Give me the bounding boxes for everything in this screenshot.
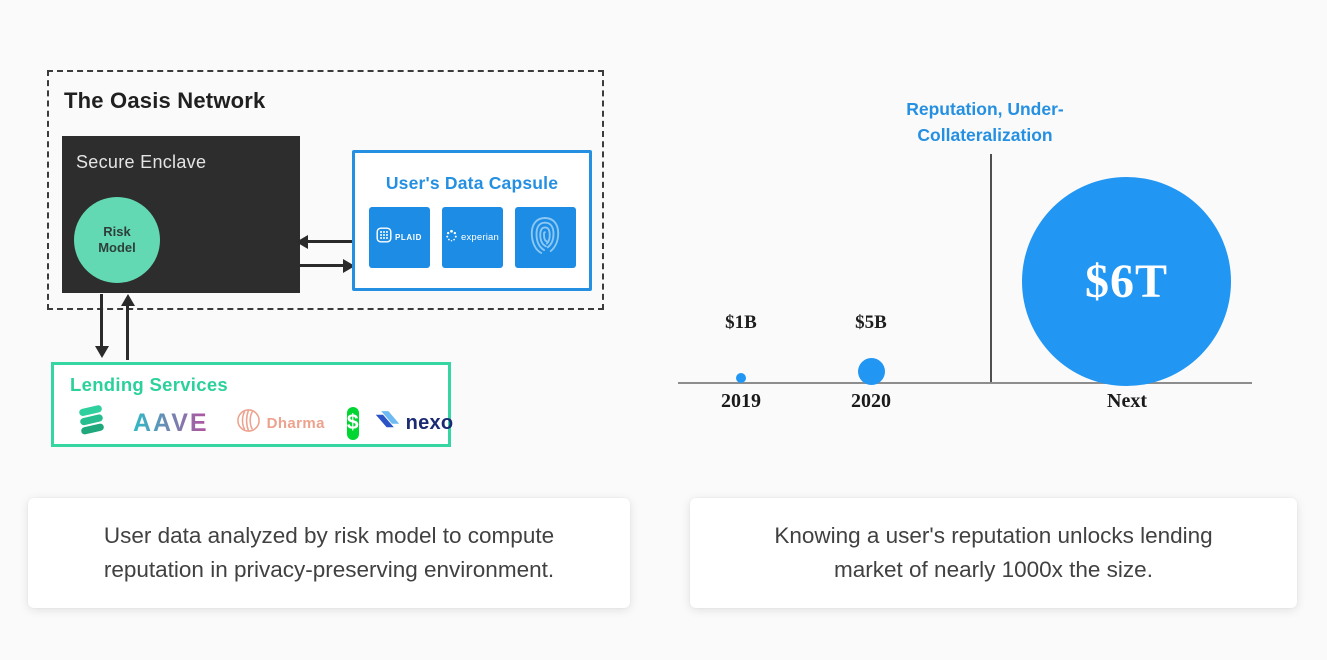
bubble-2020 xyxy=(858,358,885,385)
tick-label-2019: 2019 xyxy=(721,390,761,412)
risk-model-label: Risk Model xyxy=(98,224,136,255)
cashapp-dollar-label: $ xyxy=(346,411,359,434)
compound-logo-icon xyxy=(78,405,105,441)
bubble-next: $6T xyxy=(1022,177,1231,386)
value-label-2020: $5B xyxy=(855,312,887,333)
caption-left-line-1: User data analyzed by risk model to comp… xyxy=(103,523,555,548)
experian-logo-icon xyxy=(445,229,458,247)
users-data-capsule-title: User's Data Capsule xyxy=(385,173,559,193)
bubble-2019 xyxy=(736,373,746,383)
arrow-down-head-icon xyxy=(94,346,109,358)
arrow-line xyxy=(126,305,129,360)
nexo-label: nexo xyxy=(405,411,454,434)
arrow-line xyxy=(300,264,345,267)
risk-model-circle: Risk Model xyxy=(74,197,160,283)
chart-divider-line xyxy=(990,154,992,383)
data-source-tiles: PLAID experian xyxy=(355,207,589,268)
arrow-left-head-icon xyxy=(296,234,308,249)
nexo-icon xyxy=(374,410,401,436)
experian-tile: experian xyxy=(441,207,503,268)
lending-partner-logos: AAVE Dharma $ xyxy=(54,401,453,445)
lending-services-box: Lending Services AAVE xyxy=(51,362,453,447)
caption-card-left: User data analyzed by risk model to comp… xyxy=(28,498,630,608)
caption-left-line-2: reputation in privacy-preserving environ… xyxy=(103,557,555,582)
tick-label-next: Next xyxy=(1107,390,1147,412)
users-data-capsule-box: User's Data Capsule PLAID xyxy=(352,150,592,291)
oasis-network-title: The Oasis Network xyxy=(64,88,266,113)
caption-card-right: Knowing a user's reputation unlocks lend… xyxy=(690,498,1297,608)
arrow-up-head-icon xyxy=(120,294,135,306)
plaid-label: PLAID xyxy=(395,233,422,242)
cashapp-icon: $ xyxy=(346,406,359,440)
experian-label: experian xyxy=(460,232,500,243)
dharma-label: Dharma xyxy=(266,414,325,432)
fingerprint-icon xyxy=(528,214,562,261)
arrow-line xyxy=(307,240,352,243)
aave-wordmark: AAVE xyxy=(133,408,209,437)
tick-label-2020: 2020 xyxy=(851,390,891,412)
plaid-tile: PLAID xyxy=(368,207,430,268)
secure-enclave-title: Secure Enclave xyxy=(76,152,207,172)
fingerprint-tile xyxy=(514,207,576,268)
chart-title-line-2: Collateralization xyxy=(917,125,1053,145)
dharma-logo: Dharma xyxy=(236,408,325,438)
caption-right-line-2: market of nearly 1000x the size. xyxy=(834,557,1153,582)
caption-right-line-1: Knowing a user's reputation unlocks lend… xyxy=(774,523,1213,548)
chart-baseline-axis xyxy=(678,382,1252,384)
arrow-line xyxy=(100,294,103,348)
value-label-2019: $1B xyxy=(725,312,757,333)
oasis-network-dashed-box xyxy=(47,70,604,310)
value-label-next: $6T xyxy=(1084,255,1168,308)
plaid-logo-icon xyxy=(376,227,392,248)
dharma-icon xyxy=(236,408,261,438)
chart-title: Reputation, Under- Collateralization xyxy=(855,96,1115,148)
nexo-logo: nexo xyxy=(374,410,454,436)
lending-services-title: Lending Services xyxy=(70,374,228,395)
chart-title-line-1: Reputation, Under- xyxy=(906,99,1064,119)
